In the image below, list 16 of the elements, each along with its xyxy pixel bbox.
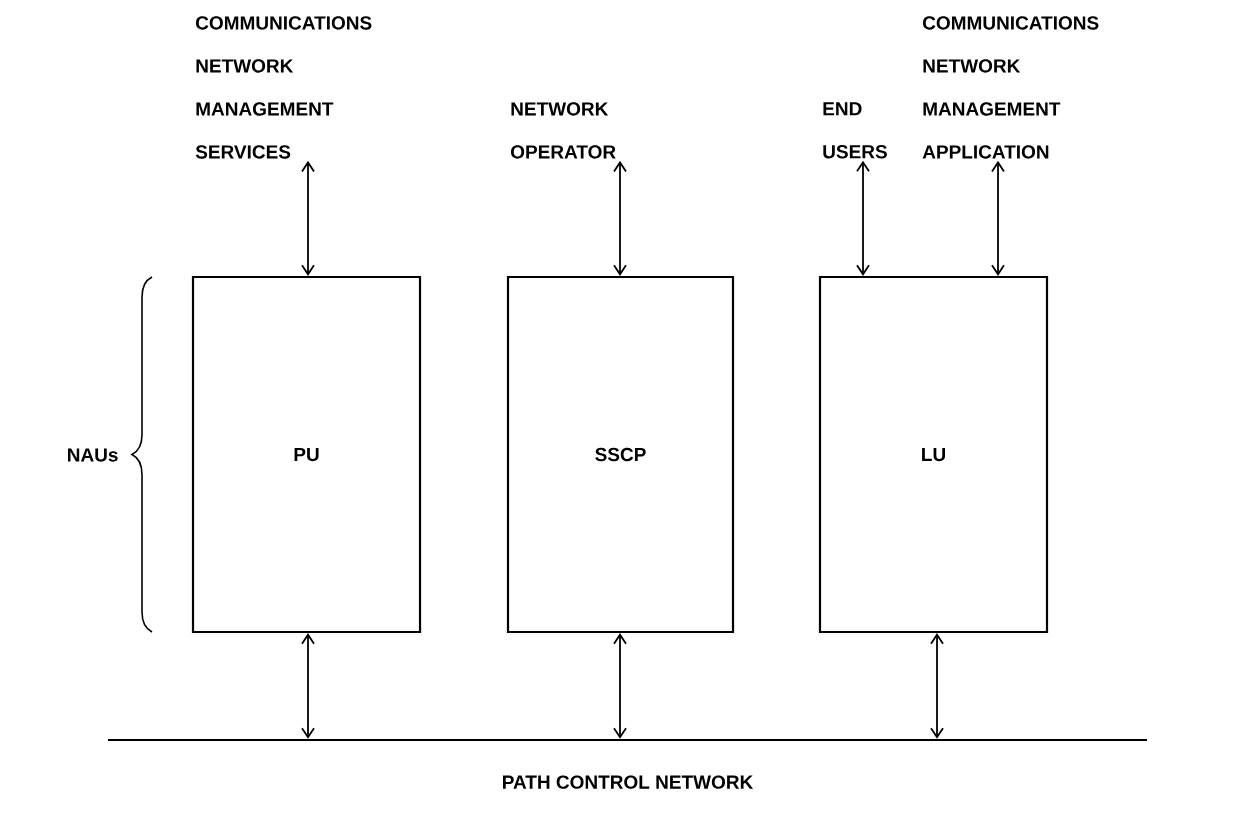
- arrow: [613, 160, 627, 276]
- process-box: LU: [818, 275, 1049, 634]
- text-label: NETWORK OPERATOR: [511, 102, 616, 159]
- network-line: PATH CONTROL NETWORK: [108, 739, 1147, 789]
- process-box: PU: [191, 275, 422, 634]
- arrow: [301, 160, 315, 276]
- text-label: COMMUNICATIONS NETWORK MANAGEMENT SERVICES: [195, 16, 372, 159]
- text-label: COMMUNICATIONS NETWORK MANAGEMENT APPLICATION: [922, 16, 1099, 159]
- arrow: [930, 633, 944, 739]
- process-box: SSCP: [506, 275, 735, 634]
- arrow: [991, 160, 1005, 276]
- text-label: END USERS: [823, 102, 887, 159]
- arrow: [856, 160, 870, 276]
- group-label: NAUs: [68, 448, 118, 462]
- arrow: [613, 633, 627, 739]
- arrow: [301, 633, 315, 739]
